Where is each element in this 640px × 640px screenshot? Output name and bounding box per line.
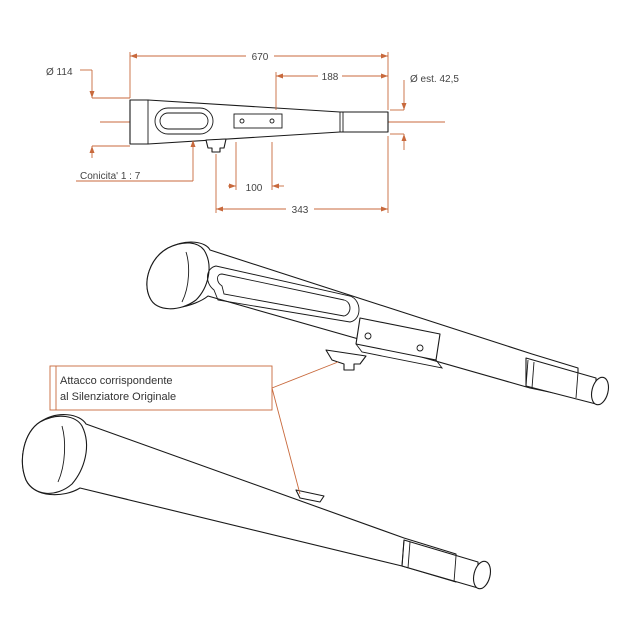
- dim-rear-section: 188: [322, 72, 339, 83]
- upper-bracket-hole-1: [364, 332, 372, 340]
- dimension-diameter-114: Ø 114: [46, 67, 130, 158]
- upper-outlet-ring-3: [575, 371, 579, 399]
- dim-taper-ratio: Conicita' 1 : 7: [80, 171, 141, 182]
- upper-heat-shield-inner: [217, 273, 351, 317]
- lower-outlet-ring-2: [407, 541, 411, 569]
- lower-outlet-pipe: [401, 539, 479, 589]
- dim-bracket-width: 100: [246, 183, 263, 194]
- bracket-hole-1: [239, 118, 245, 124]
- callout-leader-upper: [271, 361, 339, 389]
- lower-muffler-body: [21, 414, 457, 583]
- upper-heat-shield-outer: [207, 265, 360, 323]
- upper-bottom-mount-tab: [325, 349, 367, 371]
- bracket-hole-2: [269, 118, 275, 124]
- dimension-343: 343: [215, 136, 389, 216]
- dim-bracket-position: 343: [292, 205, 309, 216]
- muffler-body-side: [129, 99, 389, 145]
- heat-shield-slot-inner: [159, 112, 209, 130]
- dimension-188: 188: [275, 69, 388, 110]
- dimension-100: 100: [228, 142, 284, 194]
- upper-outlet-ring: [525, 359, 529, 387]
- lower-mount-tab: [295, 489, 325, 503]
- upper-bracket-fold: [355, 343, 444, 369]
- bottom-mount-tab: [205, 138, 227, 153]
- dimension-taper: Conicita' 1 : 7: [76, 140, 196, 182]
- callout-box: [49, 365, 273, 411]
- upper-front-cap-rim: [181, 251, 190, 303]
- upper-front-cap: [146, 242, 210, 310]
- upper-outlet-ring-2: [531, 361, 535, 389]
- callout-original-mount: Attacco corrispondente al Silenziatore O…: [49, 361, 339, 495]
- dimension-670: 670: [129, 49, 389, 110]
- orthographic-side-view: [100, 99, 445, 153]
- perspective-view-with-bracket: [146, 241, 610, 406]
- callout-leader-lower: [271, 387, 301, 495]
- lower-outlet-ring-3: [453, 555, 457, 583]
- dimension-diameter-42-5: Ø est. 42,5: [390, 74, 459, 150]
- callout-line-2: al Silenziatore Originale: [60, 391, 176, 403]
- dim-outlet-diameter: Ø est. 42,5: [410, 74, 459, 85]
- lower-front-cap-rim: [57, 425, 66, 483]
- perspective-view-without-bracket: [21, 414, 492, 590]
- dim-front-diameter: Ø 114: [46, 67, 73, 78]
- lower-front-cap: [21, 415, 88, 494]
- callout-line-1: Attacco corrispondente: [60, 375, 173, 387]
- upper-bracket-hole-2: [416, 344, 424, 352]
- upper-outlet-opening: [590, 376, 610, 406]
- mounting-bracket-plate: [233, 113, 283, 129]
- dim-overall-length: 670: [252, 52, 269, 63]
- heat-shield-slot-outer: [154, 107, 214, 135]
- lower-outlet-ring: [401, 539, 405, 567]
- lower-outlet-opening: [472, 560, 492, 590]
